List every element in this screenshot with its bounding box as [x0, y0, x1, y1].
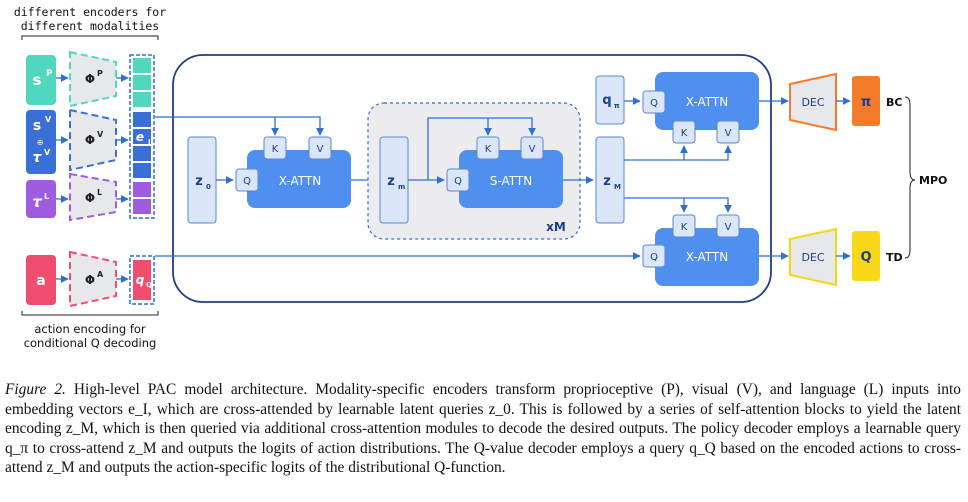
svg-text:Q: Q [146, 281, 152, 289]
svg-text:s: s [33, 118, 41, 134]
s-attn-block: Q K V S-ATTN [446, 136, 563, 208]
svg-text:V: V [97, 130, 104, 139]
svg-text:S-ATTN: S-ATTN [490, 174, 532, 188]
decoder-policy: DEC [789, 72, 837, 132]
x-attn-q: Q K V X-ATTN [642, 214, 759, 286]
encoders-bracket [21, 35, 159, 40]
svg-text:X-ATTN: X-ATTN [686, 95, 728, 109]
svg-text:m: m [398, 183, 405, 191]
svg-text:P: P [46, 69, 53, 79]
svg-text:Φ: Φ [85, 273, 95, 287]
encoder-proprio: Φ P [69, 50, 117, 108]
action-note-line1: action encoding for [34, 322, 146, 336]
input-action: a [26, 255, 56, 305]
svg-text:τ: τ [33, 150, 43, 166]
input-language: τ L [26, 180, 56, 218]
svg-text:I: I [148, 138, 151, 146]
decoder-q: DEC [789, 227, 837, 287]
input-proprio: s P [26, 55, 56, 105]
svg-text:K: K [681, 222, 688, 233]
svg-text:V: V [317, 144, 324, 155]
caption-line-5: employs a query q_Q based on the encoded… [5, 439, 961, 477]
svg-text:K: K [485, 144, 492, 155]
svg-text:X-ATTN: X-ATTN [279, 174, 321, 188]
svg-text:z: z [195, 174, 203, 189]
caption-label: Figure 2. [5, 381, 66, 398]
svg-text:V: V [529, 144, 536, 155]
svg-text:V: V [44, 148, 51, 157]
caption-line-2: inputs into embedding vectors e_I, which… [5, 381, 961, 418]
svg-text:P: P [97, 69, 103, 78]
svg-text:X-ATTN: X-ATTN [686, 250, 728, 264]
svg-text:K: K [272, 144, 279, 155]
mpo-brace [904, 96, 916, 259]
svg-text:e: e [136, 130, 144, 144]
label-bc: BC [886, 96, 902, 109]
output-q: Q [852, 231, 880, 281]
x-attn-encoder: Q K V X-ATTN [235, 136, 351, 208]
action-note-line2: conditional Q decoding [24, 336, 157, 350]
caption-line-4: policy decoder employs a learnable query… [5, 420, 961, 457]
svg-text:0: 0 [206, 183, 211, 191]
label-td: TD [886, 251, 903, 264]
svg-text:V: V [45, 115, 52, 124]
input-visual: s V ⊕ τ V [26, 110, 56, 174]
svg-text:⊕: ⊕ [37, 138, 44, 147]
latent-zm: z m [379, 136, 409, 224]
svg-text:M: M [614, 183, 621, 191]
architecture-diagram: different encoders for different modalit… [14, 5, 948, 350]
svg-text:L: L [97, 188, 102, 197]
svg-text:DEC: DEC [801, 96, 824, 109]
svg-text:V: V [725, 128, 732, 139]
caption-line-3: blocks to yield the latent encoding z_M,… [5, 400, 961, 438]
svg-text:z: z [603, 174, 611, 189]
svg-text:K: K [681, 128, 688, 139]
svg-text:Q: Q [650, 98, 658, 109]
encoder-visual: Φ V [69, 108, 117, 172]
svg-text:Q: Q [650, 252, 658, 263]
svg-text:DEC: DEC [801, 251, 824, 264]
encoders-note-line2: different modalities [21, 19, 159, 33]
query-pi: q π [595, 75, 625, 125]
svg-text:z: z [387, 174, 395, 189]
svg-text:Q: Q [243, 176, 251, 187]
label-mpo: MPO [919, 174, 947, 187]
encoder-action: Φ A [69, 250, 117, 308]
svg-text:Φ: Φ [85, 133, 95, 147]
repeat-label: xM [546, 220, 566, 234]
caption-line-1: High-level PAC model architecture. Modal… [73, 381, 884, 398]
action-bracket [21, 311, 159, 316]
action-embedding: q Q [129, 255, 155, 305]
latent-zM: z M [595, 136, 625, 224]
svg-text:Φ: Φ [85, 191, 95, 205]
svg-text:q: q [136, 273, 145, 287]
x-attn-policy: Q K V X-ATTN [642, 72, 759, 144]
svg-text:Q: Q [860, 250, 871, 265]
svg-text:L: L [44, 192, 49, 201]
latent-z0: z 0 [187, 136, 217, 224]
svg-text:q: q [602, 93, 611, 108]
figure-caption: Figure 2. High-level PAC model architect… [5, 380, 961, 478]
svg-text:π: π [861, 95, 871, 110]
embedding-stack: e I [129, 54, 155, 219]
encoder-language: Φ L [69, 172, 117, 222]
encoders-note-line1: different encoders for [14, 5, 166, 19]
model-container [172, 54, 772, 303]
output-pi: π [852, 76, 880, 126]
svg-text:τ: τ [32, 193, 42, 211]
svg-text:Φ: Φ [85, 72, 95, 86]
svg-text:V: V [725, 222, 732, 233]
svg-text:a: a [36, 273, 45, 289]
svg-text:Q: Q [454, 176, 462, 187]
svg-text:s: s [33, 71, 42, 89]
svg-text:A: A [97, 270, 104, 279]
svg-text:π: π [614, 102, 620, 110]
